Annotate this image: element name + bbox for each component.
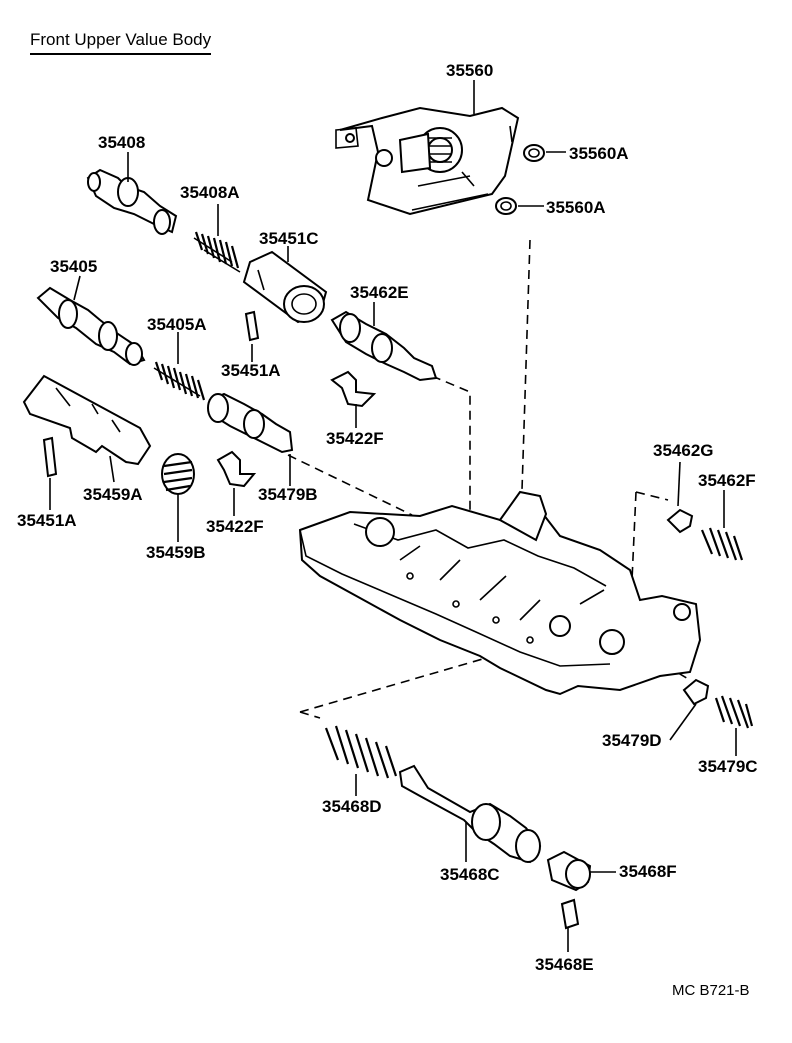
part-label-35462G: 35462G	[653, 441, 714, 460]
part-label-35560A-top: 35560A	[569, 144, 629, 163]
part-label-35462F: 35462F	[698, 471, 756, 490]
valve-35408	[86, 168, 178, 235]
spring-35479C	[714, 695, 754, 729]
spring-35468D	[324, 725, 398, 779]
spring-35405A	[153, 361, 206, 401]
part-label-35462E: 35462E	[350, 283, 409, 302]
part-label-35468D: 35468D	[322, 797, 382, 816]
spring-35462F	[700, 527, 744, 561]
part-label-35405: 35405	[50, 257, 98, 276]
part-label-35422F-left: 35422F	[206, 517, 264, 536]
valve-35479B	[207, 392, 294, 454]
plug-35468F	[546, 850, 592, 892]
spring-35459B	[161, 453, 195, 495]
part-label-35459B: 35459B	[146, 543, 206, 562]
part-label-35468C: 35468C	[440, 865, 500, 884]
pin-35468E	[560, 898, 580, 930]
part-label-35459A: 35459A	[83, 485, 143, 504]
diagram-title: Front Upper Value Body	[30, 30, 212, 55]
pins-35451A	[42, 310, 260, 478]
spring-35408A	[193, 231, 241, 273]
part-label-35479D: 35479D	[602, 731, 662, 750]
part-label-35479C: 35479C	[698, 757, 758, 776]
part-label-35408: 35408	[98, 133, 146, 152]
clips-35422F	[216, 370, 377, 488]
valve-35462E	[330, 310, 438, 382]
leader-lines	[49, 80, 737, 952]
part-label-35451A-mid: 35451A	[221, 361, 281, 380]
clip-35479D	[682, 678, 710, 706]
part-label-35405A: 35405A	[147, 315, 207, 334]
valve-body	[298, 490, 702, 696]
valve-35405	[36, 286, 146, 366]
part-label-35422F-right: 35422F	[326, 429, 384, 448]
valve-35468C	[398, 764, 542, 864]
part-label-35468E: 35468E	[535, 955, 594, 974]
drawing-code: MC B721-B	[672, 982, 750, 999]
part-label-35451C: 35451C	[259, 229, 319, 248]
part-label-35408A: 35408A	[180, 183, 240, 202]
solenoid-35560	[335, 106, 520, 216]
o-rings-35560A	[495, 144, 545, 215]
part-label-35560A-bottom: 35560A	[546, 198, 606, 217]
part-label-35451A-left: 35451A	[17, 511, 77, 530]
sleeve-35459A	[22, 374, 152, 466]
part-label-35468F: 35468F	[619, 862, 677, 881]
sleeve-35451C	[242, 250, 328, 324]
part-label-35560: 35560	[446, 61, 494, 80]
clip-35462G	[666, 508, 694, 534]
part-label-35479B: 35479B	[258, 485, 318, 504]
